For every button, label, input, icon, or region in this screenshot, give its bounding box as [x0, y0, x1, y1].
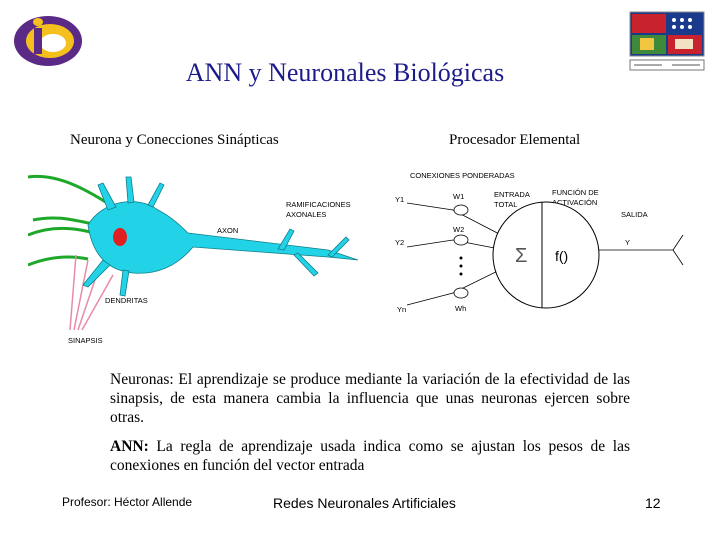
biological-neuron-figure: RAMIFICACIONES AXONALES AXON DENDRITAS S…	[28, 174, 359, 345]
sigma-icon: Σ	[515, 245, 527, 267]
label-entrada-2: TOTAL	[494, 200, 517, 209]
label-axonales: AXONALES	[286, 210, 326, 219]
output-y: Y	[625, 238, 630, 247]
university-crest-right	[629, 11, 705, 71]
synapse-lines	[69, 254, 114, 331]
term-ann: ANN:	[110, 438, 149, 455]
nucleus	[113, 228, 127, 246]
ellipsis-dots	[459, 256, 463, 276]
footer-course: Redes Neuronales Artificiales	[273, 495, 456, 511]
text-neuronas: : El aprendizaje se produce mediante la …	[110, 371, 630, 426]
label-sinapsis: SINAPSIS	[68, 336, 103, 345]
neuron-subtitle: Neurona y Conecciones Sinápticas	[70, 132, 279, 148]
paragraph-neuronas: Neuronas: El aprendizaje se produce medi…	[110, 370, 630, 427]
weight-w1: W1	[453, 192, 464, 201]
paragraph-ann: ANN: La regla de aprendizaje usada indic…	[110, 437, 630, 475]
label-dendritas: DENDRITAS	[105, 296, 148, 305]
footer-page-number: 12	[645, 495, 661, 511]
university-logo-left	[14, 16, 82, 66]
label-funcion-2: ACTIVACIÓN	[552, 198, 597, 207]
footer-professor: Profesor: Héctor Allende	[62, 495, 193, 509]
weight-wn: Wh	[455, 304, 466, 313]
neuron-circle	[492, 201, 600, 309]
slide-title: ANN y Neuronales Biológicas	[185, 58, 505, 87]
label-axon: AXON	[217, 226, 238, 235]
label-entrada-1: ENTRADA	[494, 190, 530, 199]
processing-element-figure: CONEXIONES PONDERADAS ENTRADA TOTAL FUNC…	[395, 171, 684, 314]
label-ramificaciones: RAMIFICACIONES	[286, 200, 351, 209]
processor-subtitle: Procesador Elemental	[449, 132, 581, 148]
label-funcion-1: FUNCIÓN DE	[552, 188, 599, 197]
label-salida: SALIDA	[621, 210, 648, 219]
input-y1: Y1	[395, 195, 404, 204]
weight-nodes	[453, 204, 469, 299]
input-yn: Yn	[397, 305, 406, 314]
label-conexiones-ponderadas: CONEXIONES PONDERADAS	[410, 171, 515, 180]
neuron-body	[82, 176, 359, 297]
weight-w2: W2	[453, 225, 464, 234]
function-label: f()	[555, 248, 568, 264]
input-y2: Y2	[395, 238, 404, 247]
term-neuronas: Neuronas	[110, 371, 170, 388]
body-text: Neuronas: El aprendizaje se produce medi…	[110, 370, 630, 485]
input-lines	[406, 202, 511, 306]
text-ann: La regla de aprendizaje usada indica com…	[110, 438, 630, 474]
